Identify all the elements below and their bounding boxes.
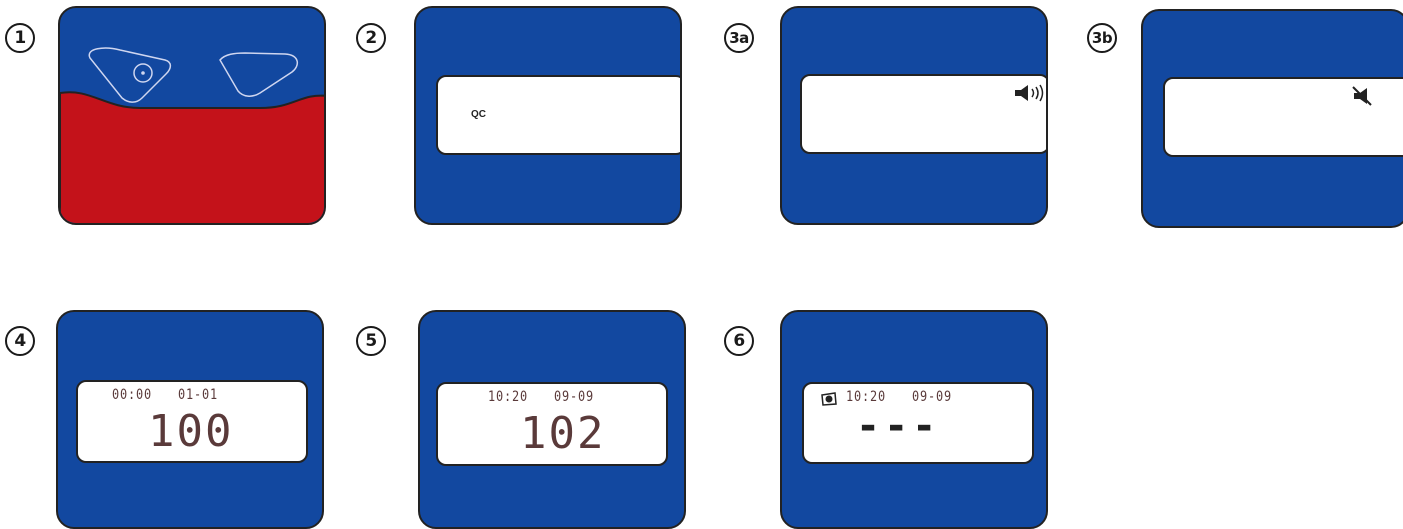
lcd-screen: 10:20 09-09 102 — [436, 382, 668, 466]
step-badge-2: 2 — [356, 23, 386, 53]
time-readout: 10:20 — [488, 389, 528, 405]
device-step-6: 10:20 09-09 --- — [780, 310, 1048, 529]
step-badge-3a: 3a — [724, 23, 754, 53]
glucose-reading: 102 — [520, 412, 605, 456]
lcd-screen — [800, 74, 1048, 154]
device-step-3a — [780, 6, 1048, 225]
date-readout: 01-01 — [178, 387, 218, 403]
lcd-screen: QC — [436, 75, 682, 155]
lcd-screen: 00:00 01-01 100 — [76, 380, 308, 463]
speaker-muted-icon — [1351, 85, 1375, 107]
qc-label: QC — [471, 109, 486, 120]
step-badge-3b: 3b — [1087, 23, 1117, 53]
device-step-1 — [58, 6, 326, 225]
device-step-2: QC — [414, 6, 682, 225]
device-step-4: 00:00 01-01 100 — [56, 310, 324, 529]
lcd-screen — [1163, 77, 1403, 157]
lcd-screen: 10:20 09-09 --- — [802, 382, 1034, 464]
strip-drop-icon — [820, 391, 838, 407]
left-button-outline — [89, 48, 170, 102]
step-badge-4: 4 — [5, 326, 35, 356]
step-badge-6: 6 — [724, 326, 754, 356]
speaker-on-icon — [1012, 82, 1046, 104]
no-reading-dashes: --- — [856, 406, 940, 446]
step-badge-5: 5 — [356, 326, 386, 356]
step-badge-1: 1 — [5, 23, 35, 53]
device-cap-illustration — [60, 8, 326, 225]
device-step-3b — [1141, 9, 1403, 228]
time-readout: 00:00 — [112, 387, 152, 403]
glucose-reading: 100 — [148, 410, 233, 454]
right-button-outline — [220, 53, 297, 96]
date-readout: 09-09 — [554, 389, 594, 405]
device-step-5: 10:20 09-09 102 — [418, 310, 686, 529]
